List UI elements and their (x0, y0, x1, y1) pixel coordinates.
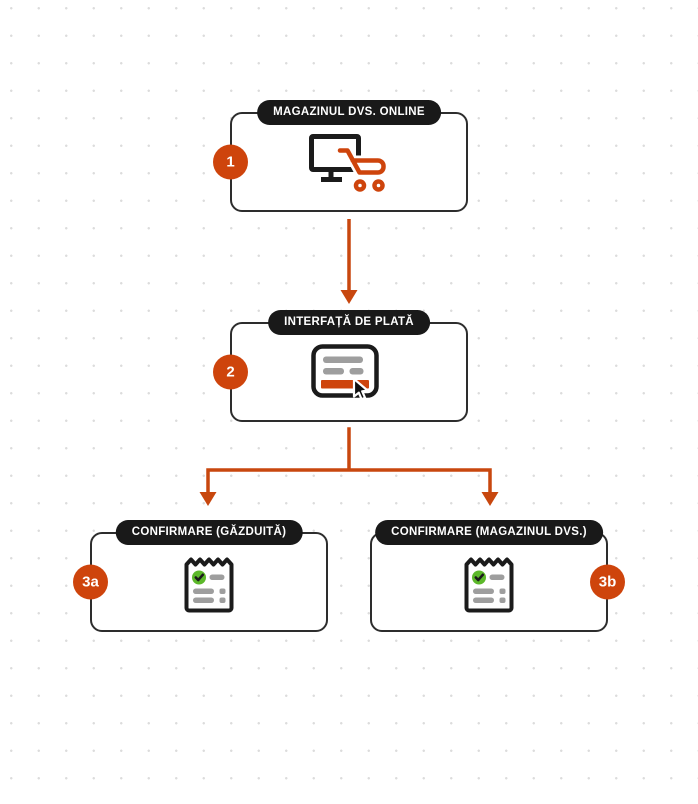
node-payment-interface: INTERFAȚĂ DE PLATĂ 2 (213, 310, 468, 422)
step-badge-2: 2 (213, 354, 248, 390)
payment-form-cursor-icon (311, 344, 387, 406)
step-badge-3a: 3a (73, 564, 108, 600)
node-confirmation-merchant: CONFIRMARE (MAGAZINUL DVS.) 3b (370, 520, 625, 632)
arrowhead-2-3b (481, 492, 499, 506)
step-badge-1: 1 (213, 144, 248, 180)
node-confirmation-hosted-label: CONFIRMARE (GĂZDUITĂ) (115, 520, 303, 545)
step-badge-3b: 3b (590, 564, 625, 600)
receipt-check-icon (182, 556, 236, 614)
branch-lines (206, 427, 492, 495)
receipt-check-icon (462, 556, 516, 614)
node-online-store-label: MAGAZINUL DVS. ONLINE (257, 100, 441, 125)
monitor-cart-icon (309, 134, 389, 196)
node-payment-interface-label: INTERFAȚĂ DE PLATĂ (268, 310, 430, 335)
cursor-icon (352, 377, 369, 401)
node-confirmation-merchant-label: CONFIRMARE (MAGAZINUL DVS.) (375, 520, 603, 545)
node-online-store: MAGAZINUL DVS. ONLINE 1 (213, 100, 468, 212)
arrowhead-1-2 (340, 290, 358, 304)
arrowhead-2-3a (199, 492, 217, 506)
node-confirmation-hosted: CONFIRMARE (GĂZDUITĂ) 3a (73, 520, 328, 632)
